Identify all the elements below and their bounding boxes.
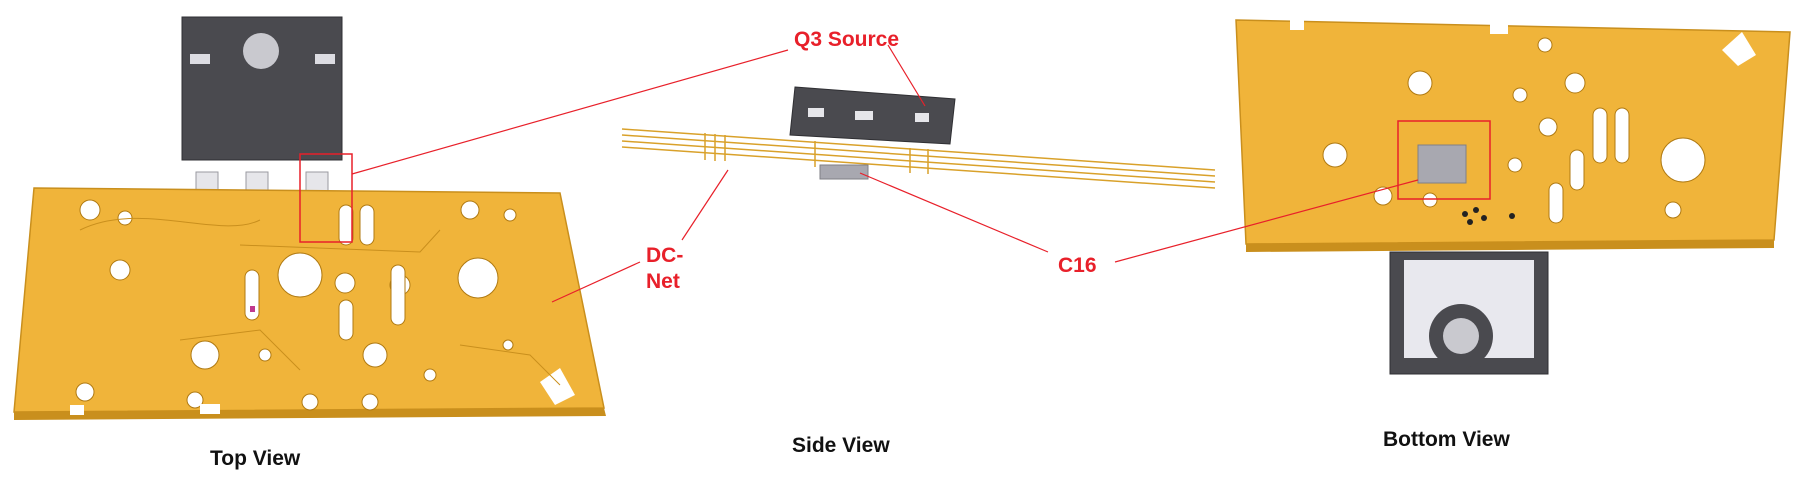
q3-source-leader-side [887,44,926,107]
side-view-pcb [621,128,1216,189]
dc-net-leader-side [681,169,729,241]
side-view-mosfet [789,86,956,145]
bottom-view-mosfet [1389,251,1549,375]
top-view-pcb [13,187,606,420]
dc-net-leader-top [551,261,641,303]
top-view-caption: Top View [210,447,301,470]
side-view-capacitor [819,164,869,180]
dc-net-label-line1: DC- [646,244,683,267]
bottom-view-pcb [1235,19,1791,252]
c16-leader-side [859,172,1049,253]
bottom-view [1235,19,1791,375]
c16-label: C16 [1058,254,1097,277]
dc-net-label-line2: Net [646,270,680,293]
side-view-caption: Side View [792,434,890,457]
bottom-view-caption: Bottom View [1383,428,1510,451]
top-view-mosfet [181,16,343,203]
q3-source-highlight-box [299,153,353,243]
bottom-view-capacitor [1417,144,1467,184]
top-view [13,16,606,420]
c16-highlight-box [1397,120,1491,200]
annotation-leaders [351,44,1419,303]
q3-source-leader-top [351,49,789,175]
q3-source-label: Q3 Source [794,28,899,51]
side-view [621,86,1216,189]
c16-leader-bottom [1114,179,1419,263]
